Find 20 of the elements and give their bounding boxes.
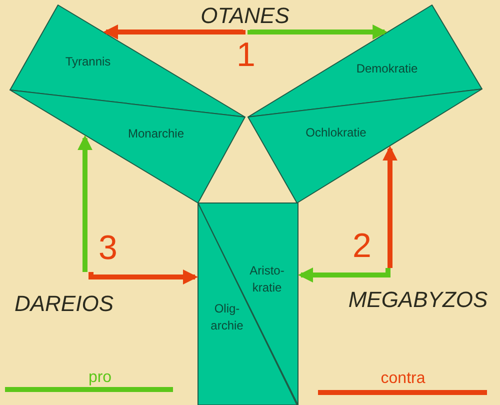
arrow xyxy=(78,135,92,272)
step-number: 3 xyxy=(98,231,118,265)
step-number: 2 xyxy=(352,229,372,263)
segment-label: Ochlokratie xyxy=(304,124,368,142)
segment-label: Demokratie xyxy=(355,60,419,78)
segment-label: Monarchie xyxy=(126,125,186,142)
segment-label: Tyrannis xyxy=(64,53,112,70)
arrow xyxy=(382,146,398,268)
step-number: 1 xyxy=(236,38,256,72)
arrow xyxy=(298,268,390,282)
speaker-name: DAREIOS xyxy=(13,291,115,317)
speaker-name: OTANES xyxy=(200,3,290,29)
arrow xyxy=(88,270,198,284)
legend-label: contra xyxy=(380,370,426,388)
legend-label: pro xyxy=(88,369,112,387)
arrow xyxy=(248,24,388,40)
arrow xyxy=(103,24,246,40)
segment-label: Olig- archie xyxy=(210,300,244,335)
segment-label: Aristo- kratie xyxy=(248,262,286,297)
speaker-name: MEGABYZOS xyxy=(347,287,489,313)
